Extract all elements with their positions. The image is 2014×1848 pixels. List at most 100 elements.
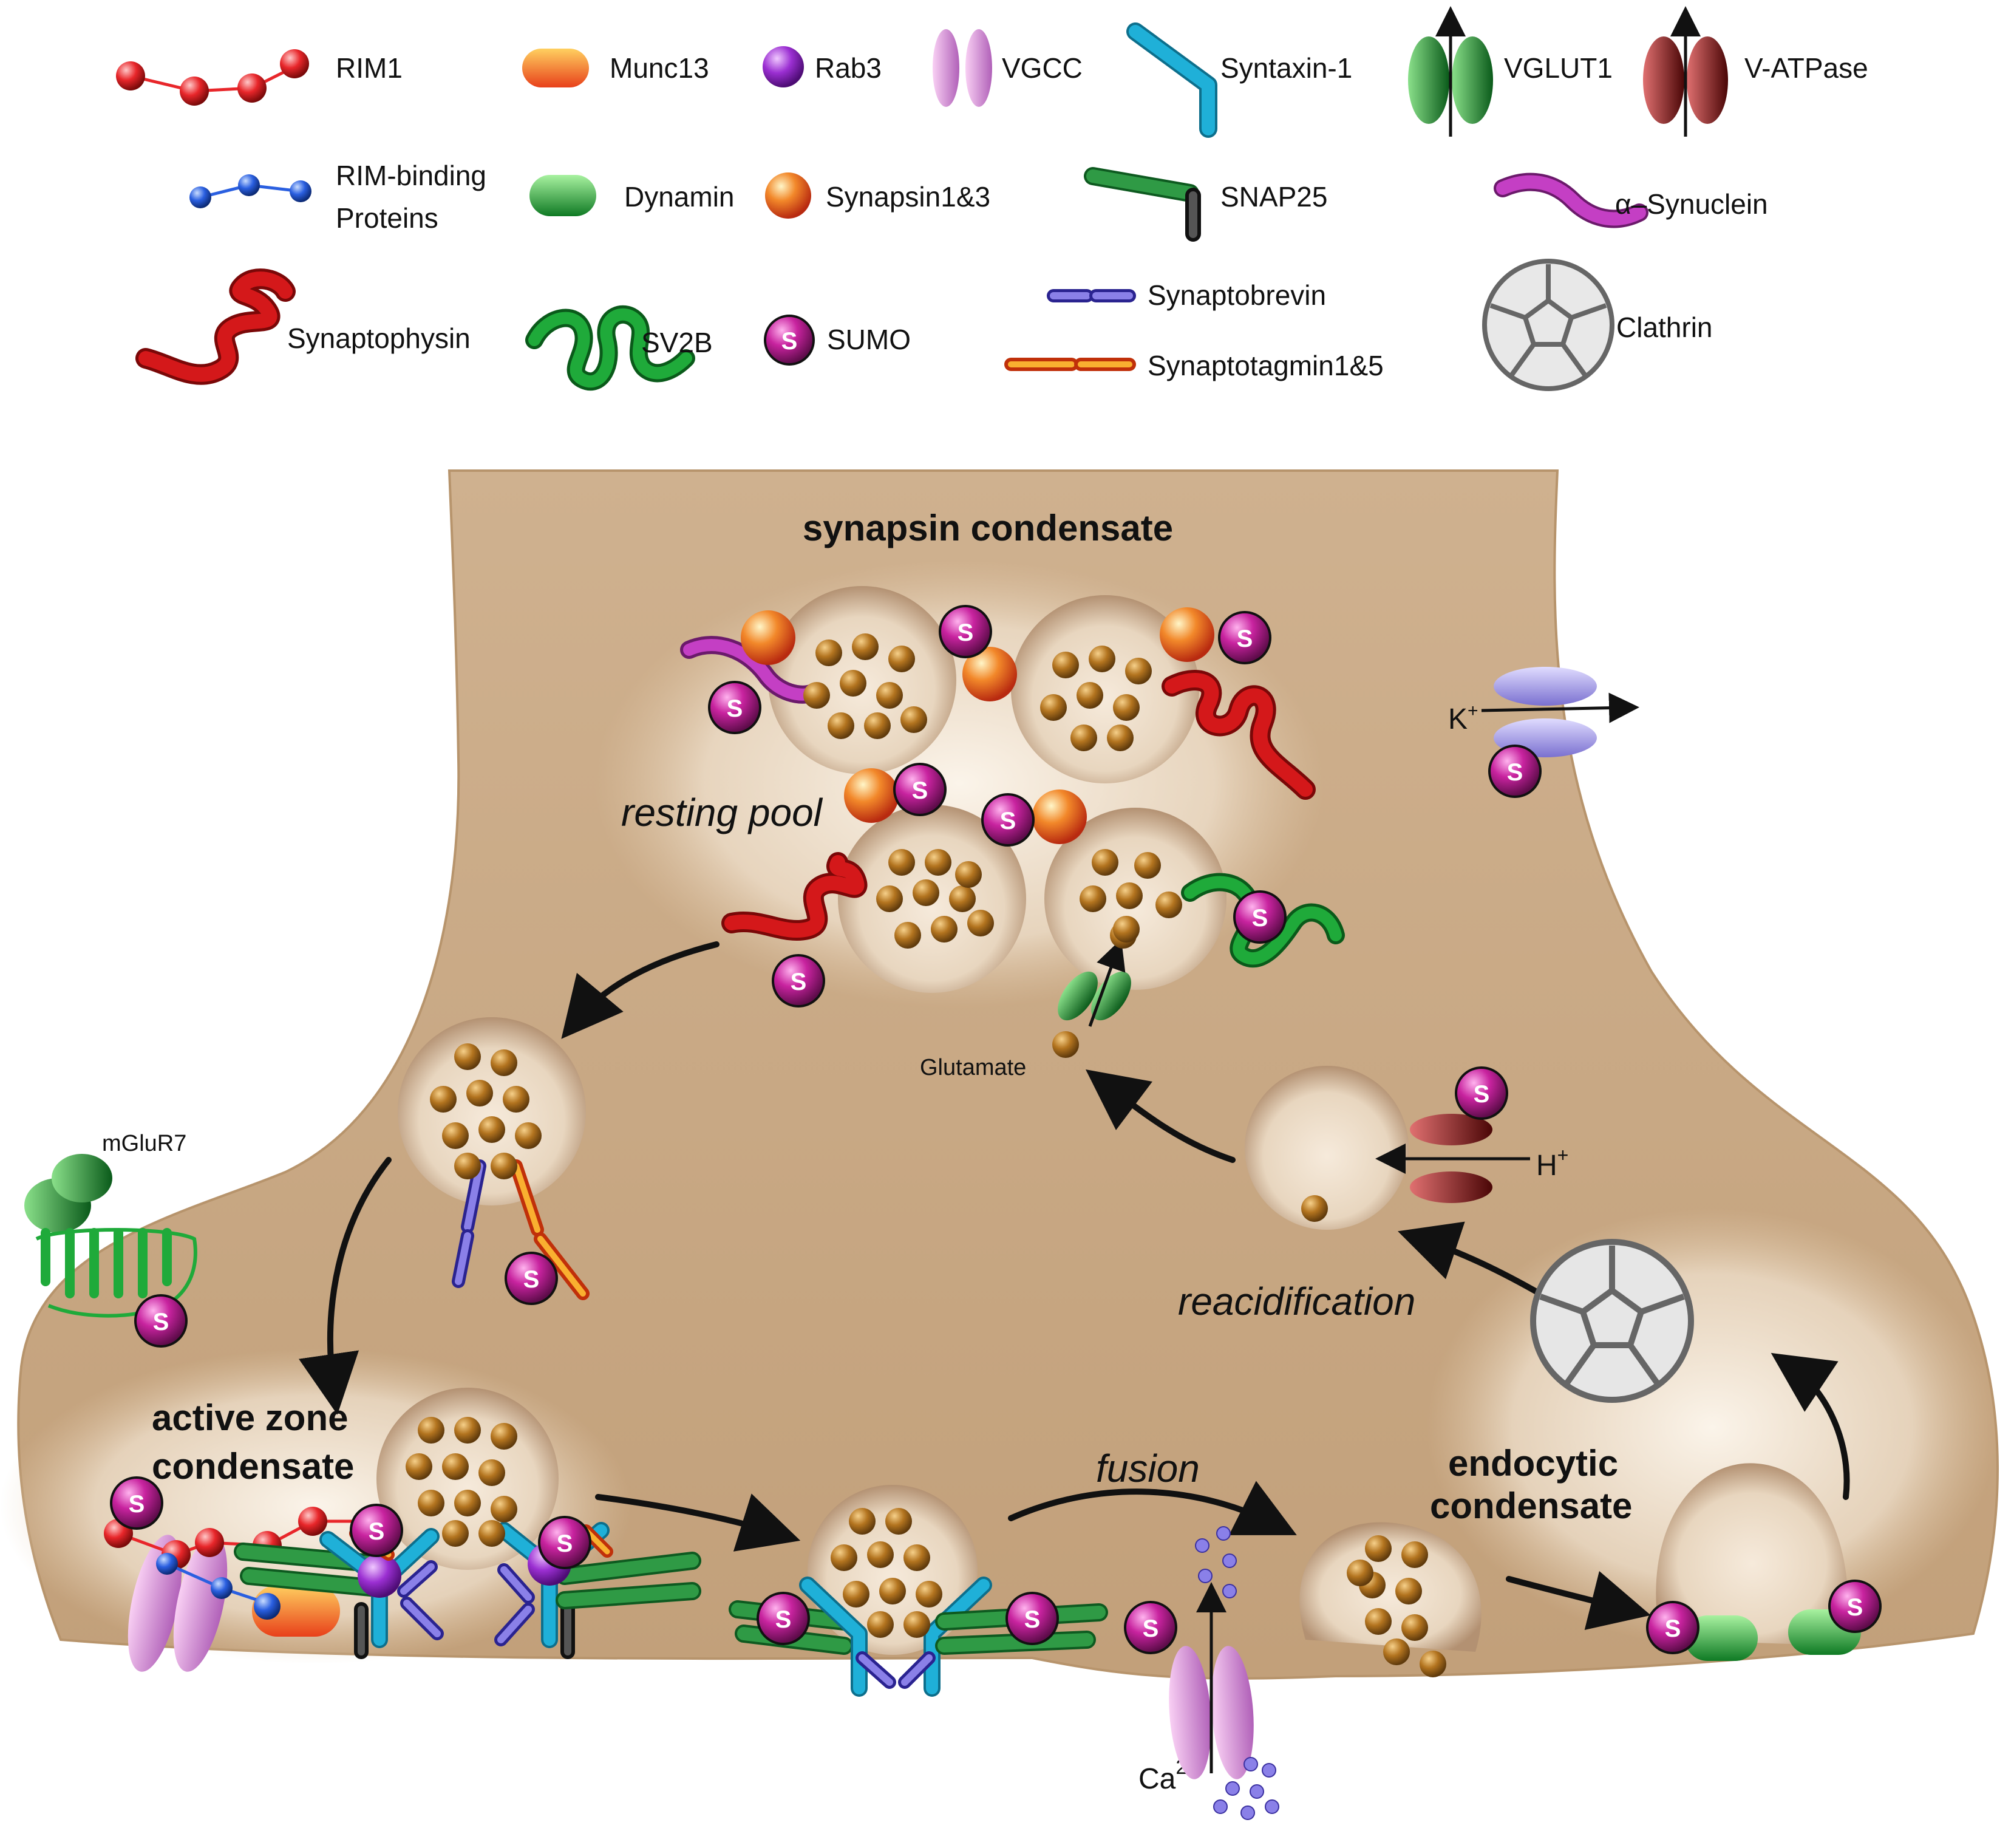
legend-dynamin-icon <box>529 175 596 216</box>
calcium-ion <box>1213 1799 1228 1814</box>
synapsin-sphere <box>741 610 795 665</box>
sumo-tag: S <box>757 1592 810 1645</box>
legend-snap25-icon <box>1084 167 1201 242</box>
glutamate-molecule <box>1113 916 1140 943</box>
glutamate-molecule <box>1401 1541 1428 1568</box>
vesicle-tethered <box>398 1017 586 1205</box>
glutamate-molecule <box>491 1423 517 1450</box>
legend-synapsin-icon <box>765 172 811 219</box>
calcium-ion <box>1225 1781 1240 1796</box>
glutamate-molecule <box>840 670 866 697</box>
vgcc-fusion-site <box>1169 1582 1254 1779</box>
sumo-tag: S <box>505 1252 558 1305</box>
legend-synaptophysin-icon <box>135 268 296 385</box>
arrow-endocytic-to-clathrin <box>1771 1352 1850 1500</box>
legend-syntaxin-icon <box>1126 22 1217 138</box>
glutamate-molecule <box>442 1453 469 1480</box>
glutamate-molecule <box>478 1116 505 1143</box>
glutamate-molecule <box>955 861 982 888</box>
glutamate-molecule <box>1116 882 1143 909</box>
glutamate-molecule <box>916 1581 942 1608</box>
reacidification-label: reacidification <box>1178 1280 1415 1323</box>
glutamate-molecule <box>900 706 927 733</box>
sumo-tag: S <box>1646 1601 1699 1654</box>
legend-rim1-label: RIM1 <box>336 52 403 84</box>
svg-text:S: S <box>958 619 974 646</box>
vesicle-endocytic-pit <box>1656 1463 1848 1646</box>
synapsin-sphere <box>844 768 899 823</box>
svg-text:S: S <box>727 695 743 722</box>
vesicle-resting-2 <box>1011 595 1199 783</box>
glutamate-molecule <box>843 1581 869 1608</box>
synapsin-sphere <box>962 647 1017 701</box>
legend-syntaxin-label: Syntaxin-1 <box>1220 52 1352 84</box>
calcium-ion <box>1222 1553 1237 1568</box>
svg-text:S: S <box>523 1266 540 1293</box>
svg-text:S: S <box>1474 1081 1490 1108</box>
glutamate-molecule <box>454 1043 481 1070</box>
sumo-tag: S <box>1455 1066 1508 1120</box>
dynamin-protein-1 <box>1685 1615 1758 1661</box>
legend-rim-binding-label-1: RIM-binding <box>336 160 486 191</box>
legend-dynamin-label: Dynamin <box>624 181 735 213</box>
vesicle-reacidification <box>1245 1066 1409 1230</box>
glutamate-molecule <box>888 849 915 876</box>
svg-text:S: S <box>781 328 798 355</box>
k-ion-label: K+ <box>1448 701 1478 735</box>
svg-text:S: S <box>1237 626 1253 652</box>
synapsin-sphere <box>1032 789 1087 844</box>
glutamate-molecule <box>879 1578 906 1604</box>
svg-text:S: S <box>1252 905 1268 932</box>
glutamate-molecule <box>1301 1195 1328 1222</box>
glutamate-molecule <box>454 1153 481 1179</box>
sumo-tag: S <box>350 1504 403 1557</box>
glutamate-molecule <box>1080 885 1106 912</box>
calcium-ion <box>1265 1799 1279 1814</box>
sumo-tag: S <box>1488 745 1542 798</box>
glutamate-molecule <box>913 879 939 906</box>
glutamate-molecule <box>931 916 958 943</box>
rab3-protein-1 <box>358 1554 401 1598</box>
sumo-tag: S <box>1218 611 1271 664</box>
sumo-tag: S <box>1124 1601 1177 1654</box>
legend-sv2b-icon <box>525 305 695 391</box>
svg-text:S: S <box>1000 808 1016 834</box>
glutamate-molecule <box>1070 725 1097 751</box>
sumo-tag: S <box>939 605 992 658</box>
svg-text:S: S <box>1507 759 1523 786</box>
sumo-tag: S <box>1005 1592 1059 1645</box>
glutamate-molecule <box>1420 1651 1446 1677</box>
calcium-ion <box>1243 1757 1258 1771</box>
glutamate-molecule <box>849 1508 876 1535</box>
sumo-tag: S <box>538 1516 591 1569</box>
glutamate-molecule <box>867 1611 894 1638</box>
legend-vgcc-icon <box>933 29 992 107</box>
glutamate-molecule <box>418 1417 444 1444</box>
svg-text:S: S <box>1143 1615 1159 1642</box>
svg-text:S: S <box>129 1491 145 1518</box>
svg-text:S: S <box>153 1309 169 1335</box>
legend-rim-binding-label-2: Proteins <box>336 202 438 234</box>
glutamate-molecule <box>503 1086 529 1113</box>
arrow-reacid-to-glutamate <box>1086 1069 1236 1163</box>
glutamate-molecule <box>1383 1638 1410 1665</box>
arrow-docked-to-fusion <box>1008 1481 1297 1535</box>
vglut1-transporter <box>1058 939 1131 1027</box>
glutamate-molecule <box>967 910 994 936</box>
k-channel <box>1481 667 1639 757</box>
glutamate-molecule <box>903 1611 930 1638</box>
glutamate-molecule <box>491 1049 517 1076</box>
glutamate-molecule <box>478 1520 505 1547</box>
glutamate-molecule <box>466 1080 493 1106</box>
legend-rab3-label: Rab3 <box>815 52 882 84</box>
svg-text:S: S <box>1665 1615 1681 1642</box>
glutamate-molecule <box>1365 1535 1392 1562</box>
glutamate-molecule <box>885 1508 912 1535</box>
sumo-tag: S <box>110 1476 163 1530</box>
sumo-tag: S <box>772 954 825 1008</box>
arrow-tethered-to-active <box>299 1157 392 1415</box>
legend-vatpase-label: V-ATPase <box>1744 52 1868 84</box>
glutamate-molecule <box>876 885 903 912</box>
legend-asyn-icon <box>1494 172 1648 228</box>
